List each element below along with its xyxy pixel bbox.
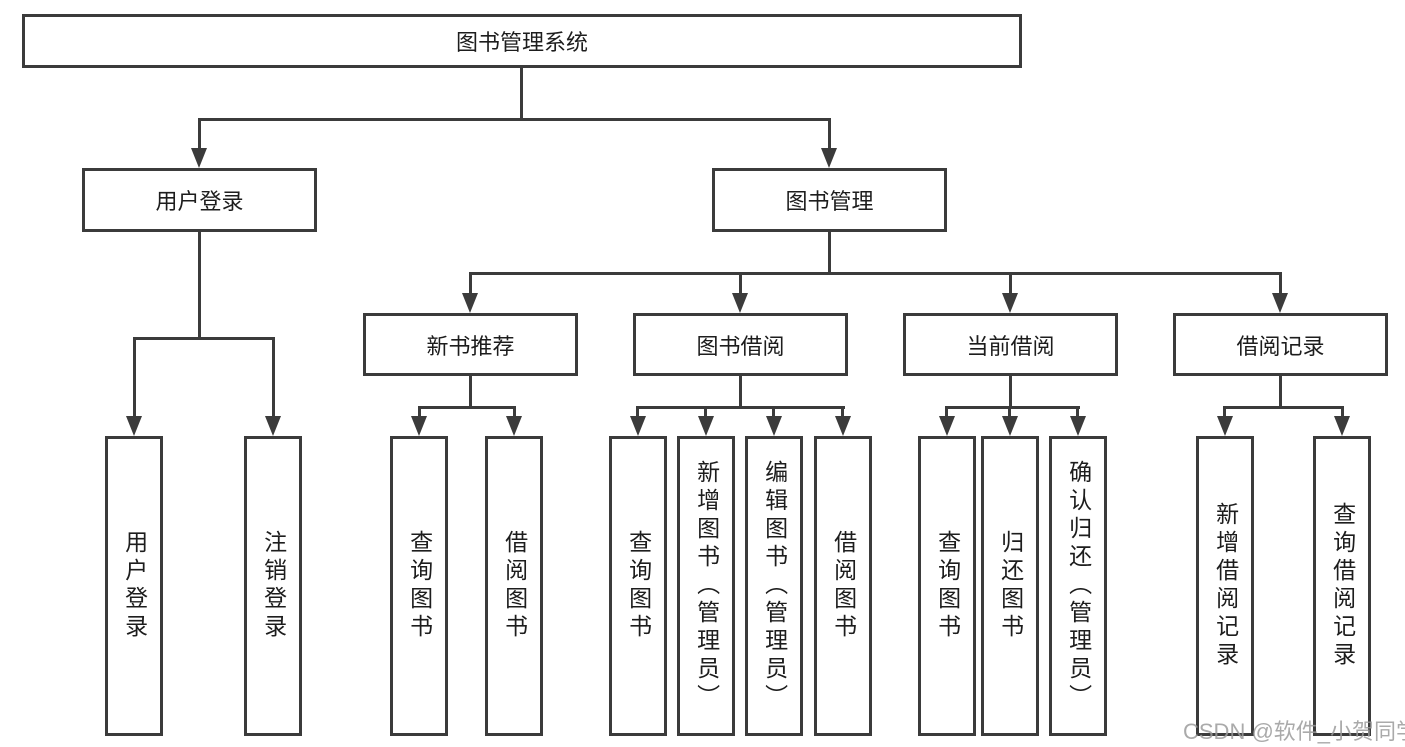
arrow-to-borrow-records bbox=[1272, 293, 1288, 313]
arrow-to-nb-borrow bbox=[506, 416, 522, 436]
edge-borrow-records-crossbar bbox=[1223, 406, 1344, 409]
edge-to-cb-query bbox=[945, 406, 948, 418]
arrow-to-br-add bbox=[1217, 416, 1233, 436]
node-borrow-records: 借阅记录 bbox=[1173, 313, 1388, 376]
leaf-borrow-query-books-label: 查询图书 bbox=[625, 530, 652, 642]
leaf-current-confirm-return-admin-label: 确认归还（管理员） bbox=[1065, 460, 1092, 712]
arrow-to-book-borrow bbox=[732, 293, 748, 313]
node-book-borrow: 图书借阅 bbox=[633, 313, 848, 376]
edge-book-borrow-trunk bbox=[739, 376, 742, 406]
leaf-borrow-edit-books-admin-label: 编辑图书（管理员） bbox=[761, 460, 788, 712]
leaf-borrow-borrow-books-label: 借阅图书 bbox=[830, 530, 857, 642]
leaf-current-query-books: 查询图书 bbox=[918, 436, 976, 736]
leaf-borrow-query-books: 查询图书 bbox=[609, 436, 667, 736]
arrow-to-bb-borrow bbox=[835, 416, 851, 436]
arrow-to-br-query bbox=[1334, 416, 1350, 436]
node-book-mgmt-label: 图书管理 bbox=[785, 189, 874, 214]
leaf-user-login-label: 用户登录 bbox=[121, 530, 148, 642]
edge-book-mgmt-crossbar bbox=[469, 272, 1282, 275]
arrow-to-cb-return bbox=[1002, 416, 1018, 436]
node-current-borrow: 当前借阅 bbox=[903, 313, 1118, 376]
edge-root-to-user-login bbox=[198, 118, 201, 150]
edge-to-current-borrow bbox=[1009, 272, 1012, 295]
leaf-records-add-record-label: 新增借阅记录 bbox=[1212, 502, 1239, 670]
leaf-logout: 注销登录 bbox=[244, 436, 302, 736]
node-library-system: 图书管理系统 bbox=[22, 14, 1022, 68]
arrow-to-cb-confirm bbox=[1070, 416, 1086, 436]
edge-root-to-book-mgmt bbox=[828, 118, 831, 150]
edge-user-login-crossbar bbox=[133, 337, 275, 340]
edge-to-cb-confirm bbox=[1076, 406, 1079, 418]
edge-to-leaf-user-login bbox=[133, 337, 136, 418]
edge-to-bb-query bbox=[636, 406, 639, 418]
arrow-to-leaf-logout bbox=[265, 416, 281, 436]
node-book-mgmt: 图书管理 bbox=[712, 168, 947, 232]
edge-to-bb-edit bbox=[772, 406, 775, 418]
edge-to-bb-add bbox=[704, 406, 707, 418]
edge-to-nb-query bbox=[418, 406, 421, 418]
leaf-records-query-record-label: 查询借阅记录 bbox=[1329, 502, 1356, 670]
edge-to-book-borrow bbox=[739, 272, 742, 295]
arrow-to-bb-add bbox=[698, 416, 714, 436]
leaf-current-return-books-label: 归还图书 bbox=[997, 530, 1024, 642]
edge-new-books-crossbar bbox=[418, 406, 516, 409]
leaf-current-confirm-return-admin: 确认归还（管理员） bbox=[1049, 436, 1107, 736]
edge-root-crossbar bbox=[198, 118, 831, 121]
edge-to-br-query bbox=[1341, 406, 1344, 418]
arrow-to-bb-query bbox=[630, 416, 646, 436]
leaf-newbooks-borrow-books-label: 借阅图书 bbox=[501, 530, 528, 642]
node-new-books: 新书推荐 bbox=[363, 313, 578, 376]
edge-to-bb-borrow bbox=[841, 406, 844, 418]
edge-to-new-books bbox=[469, 272, 472, 295]
edge-current-borrow-crossbar bbox=[946, 406, 1080, 409]
node-library-system-label: 图书管理系统 bbox=[455, 30, 588, 55]
leaf-newbooks-query-books: 查询图书 bbox=[390, 436, 448, 736]
leaf-records-add-record: 新增借阅记录 bbox=[1196, 436, 1254, 736]
edge-book-borrow-crossbar bbox=[637, 406, 845, 409]
node-book-borrow-label: 图书借阅 bbox=[696, 333, 785, 359]
leaf-current-query-books-label: 查询图书 bbox=[934, 530, 961, 642]
leaf-borrow-add-books-admin-label: 新增图书（管理员） bbox=[693, 460, 720, 712]
leaf-newbooks-borrow-books: 借阅图书 bbox=[485, 436, 543, 736]
node-user-login-label: 用户登录 bbox=[155, 189, 244, 214]
edge-to-borrow-records bbox=[1279, 272, 1282, 295]
edge-user-login-trunk bbox=[198, 232, 201, 337]
leaf-user-login: 用户登录 bbox=[105, 436, 163, 736]
arrow-to-nb-query bbox=[411, 416, 427, 436]
arrow-to-new-books bbox=[462, 293, 478, 313]
edge-to-nb-borrow bbox=[513, 406, 516, 418]
leaf-logout-label: 注销登录 bbox=[260, 530, 287, 642]
leaf-borrow-add-books-admin: 新增图书（管理员） bbox=[677, 436, 735, 736]
node-current-borrow-label: 当前借阅 bbox=[966, 333, 1055, 359]
edge-borrow-records-trunk bbox=[1279, 376, 1282, 406]
arrow-to-book-mgmt bbox=[821, 148, 837, 168]
edge-book-mgmt-trunk bbox=[828, 232, 831, 272]
leaf-borrow-edit-books-admin: 编辑图书（管理员） bbox=[745, 436, 803, 736]
leaf-records-query-record: 查询借阅记录 bbox=[1313, 436, 1371, 736]
arrow-to-bb-edit bbox=[766, 416, 782, 436]
edge-to-cb-return bbox=[1008, 406, 1011, 418]
edge-new-books-trunk bbox=[469, 376, 472, 406]
edge-current-borrow-trunk bbox=[1009, 376, 1012, 406]
edge-root-trunk bbox=[520, 68, 523, 121]
node-new-books-label: 新书推荐 bbox=[426, 333, 515, 359]
edge-to-leaf-logout bbox=[272, 337, 275, 418]
leaf-newbooks-query-books-label: 查询图书 bbox=[406, 530, 433, 642]
leaf-borrow-borrow-books: 借阅图书 bbox=[814, 436, 872, 736]
watermark: CSDN @软件_小贺同学 bbox=[1183, 719, 1405, 744]
node-user-login: 用户登录 bbox=[82, 168, 317, 232]
node-borrow-records-label: 借阅记录 bbox=[1236, 333, 1325, 359]
edge-to-br-add bbox=[1223, 406, 1226, 418]
arrow-to-current-borrow bbox=[1002, 293, 1018, 313]
arrow-to-user-login bbox=[191, 148, 207, 168]
leaf-current-return-books: 归还图书 bbox=[981, 436, 1039, 736]
arrow-to-cb-query bbox=[939, 416, 955, 436]
arrow-to-leaf-user-login bbox=[126, 416, 142, 436]
